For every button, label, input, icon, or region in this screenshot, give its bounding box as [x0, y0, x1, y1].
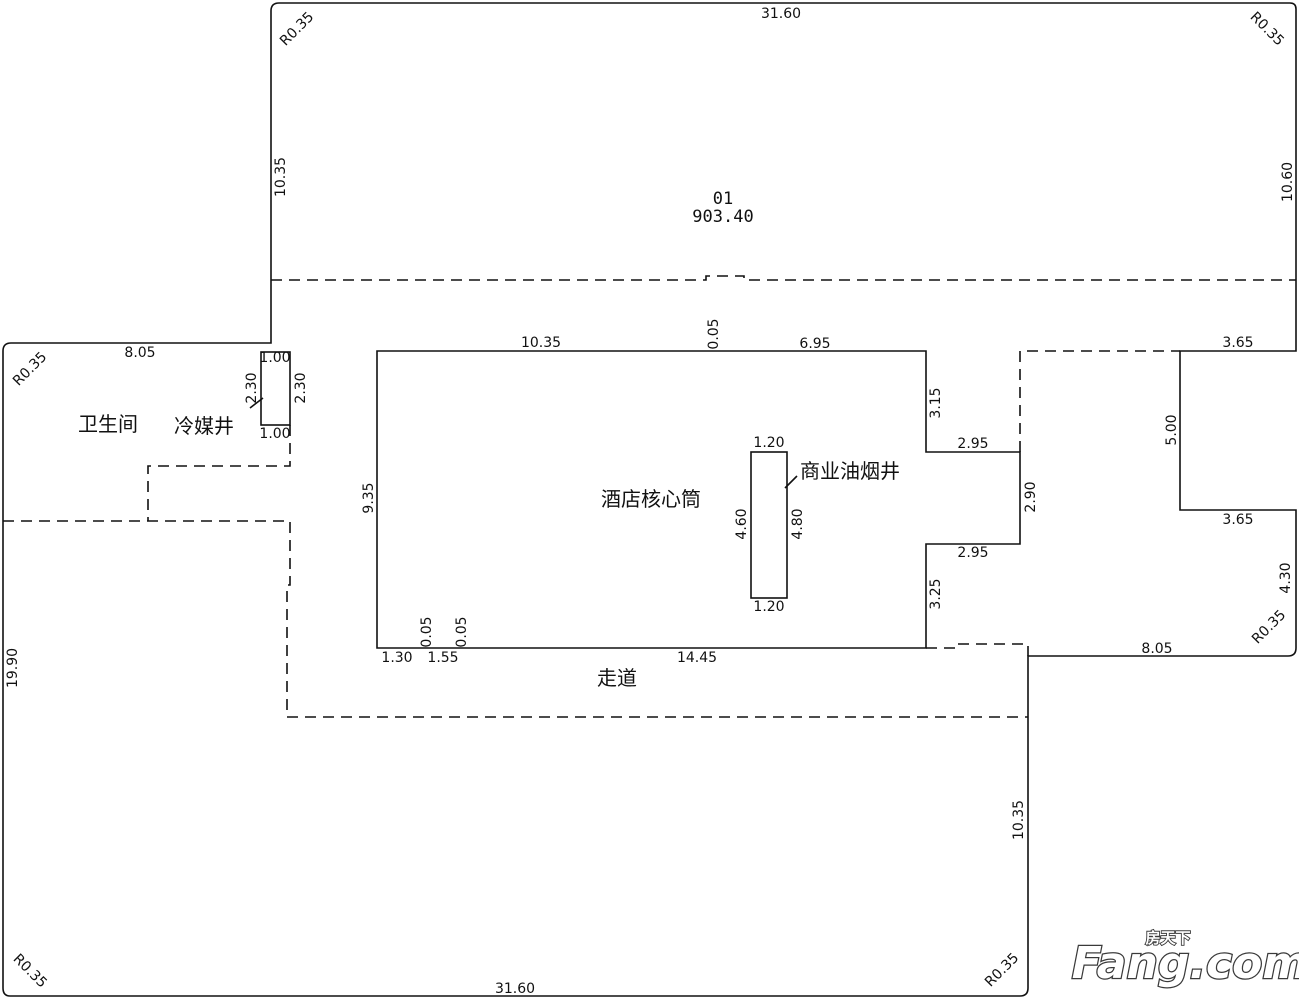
dim-core-right-upper: 3.15	[928, 387, 944, 418]
commercial-flue-label: 商业油烟井	[800, 459, 900, 483]
right-dashed-partition	[1019, 350, 1180, 452]
radius-bottom-left: R0.35	[10, 951, 50, 991]
unit-number: 01	[713, 189, 733, 209]
left-dashed-partition	[3, 520, 1028, 718]
dim-core-bottom-gap-b: 0.05	[454, 616, 470, 647]
dim-left-wing-width: 8.05	[124, 345, 155, 361]
watermark-brand: Fang.com	[1072, 938, 1299, 989]
commercial-flue-outline	[750, 451, 788, 599]
radius-left-wing: R0.35	[10, 349, 50, 389]
corridor-label: 走道	[597, 666, 637, 690]
dim-flue-bottom: 1.20	[753, 599, 784, 615]
restroom-label: 卫生间	[78, 412, 138, 436]
core-bottom-dashed-partition	[926, 643, 1029, 656]
dim-core-bottom-main: 14.45	[677, 650, 717, 666]
dim-upper-right-height: 10.60	[1280, 162, 1296, 202]
dim-shaft-bottom: 1.00	[259, 426, 290, 442]
dim-left-height: 19.90	[5, 648, 21, 688]
dim-core-top-left: 10.35	[521, 335, 561, 351]
dim-shaft-height-left: 2.30	[244, 372, 260, 403]
dim-core-bottom-a: 1.30	[381, 650, 412, 666]
dim-core-bottom-b: 1.55	[427, 650, 458, 666]
dim-flue-height-left: 4.60	[734, 508, 750, 539]
dim-right-notch-height: 5.00	[1164, 414, 1180, 445]
dim-shaft-top: 1.00	[259, 350, 290, 366]
dim-core-step-height: 2.90	[1023, 481, 1039, 512]
dim-core-step-bottom: 2.95	[957, 545, 988, 561]
dim-core-top-gap: 0.05	[706, 318, 722, 349]
dim-flue-height-right: 4.80	[790, 508, 806, 539]
radius-bottom-right: R0.35	[982, 950, 1022, 990]
radius-top-left: R0.35	[277, 9, 317, 49]
dim-core-left-height: 9.35	[361, 482, 377, 513]
radius-right-lower: R0.35	[1249, 607, 1289, 647]
upper-dashed-partition	[271, 275, 1296, 281]
radius-top-right: R0.35	[1247, 9, 1287, 49]
restroom-dashed-partition	[147, 425, 291, 521]
hotel-core-label: 酒店核心筒	[601, 487, 701, 511]
dim-upper-left-height: 10.35	[273, 157, 289, 197]
dim-core-step-top: 2.95	[957, 436, 988, 452]
flue-leader-line	[784, 475, 798, 489]
dim-flue-top: 1.20	[753, 435, 784, 451]
watermark-chinese: 房天下	[1145, 929, 1190, 947]
dim-core-top-right: 6.95	[799, 336, 830, 352]
dim-top-width: 31.60	[761, 6, 801, 22]
dim-right-notch-top: 3.65	[1222, 335, 1253, 351]
shaft-leader-line	[249, 397, 264, 409]
cold-coal-shaft-label: 冷媒井	[174, 414, 234, 438]
dim-shaft-height-right: 2.30	[293, 372, 309, 403]
dim-right-lower-height: 4.30	[1278, 562, 1294, 593]
hotel-core-outline	[376, 350, 1021, 649]
dim-core-right-lower: 3.25	[928, 578, 944, 609]
fang-watermark: 房天下 Fang.com	[1071, 928, 1299, 990]
unit-area: 903.40	[692, 207, 753, 227]
cold-coal-shaft-outline	[260, 351, 291, 426]
dim-lower-right-height: 10.35	[1011, 800, 1027, 840]
dim-core-bottom-gap-a: 0.05	[419, 616, 435, 647]
dim-right-notch-bottom: 3.65	[1222, 512, 1253, 528]
dim-bottom-width: 31.60	[495, 981, 535, 997]
dim-right-lower-width: 8.05	[1141, 641, 1172, 657]
